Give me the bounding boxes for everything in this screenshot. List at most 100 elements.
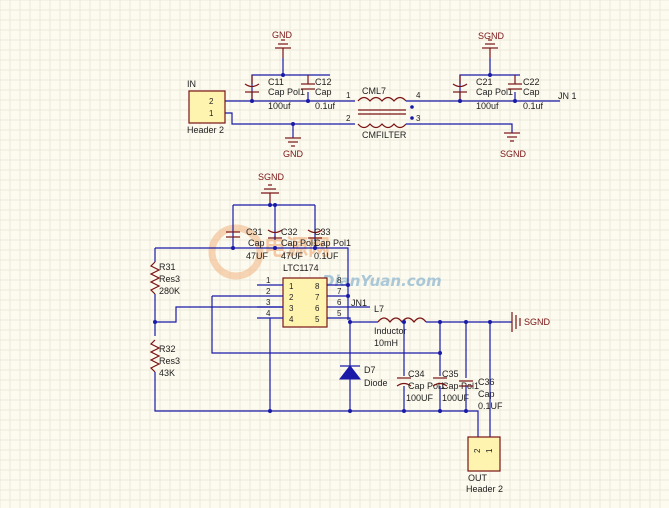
r32-ref: R32: [159, 344, 176, 354]
jn1-mid-label: JN1: [351, 298, 367, 308]
c35-symbol[interactable]: [432, 377, 448, 387]
junction: [488, 73, 492, 77]
gnd-top-label: GND: [272, 30, 293, 40]
junction: [488, 320, 492, 324]
junction: [153, 320, 157, 324]
c22-value: 0.1uf: [523, 101, 544, 111]
r32-value: 43K: [159, 368, 175, 378]
watermark-english-text: DianYuan.com: [322, 272, 442, 290]
cml7-symbol[interactable]: [357, 96, 407, 129]
c32-symbol[interactable]: [267, 229, 283, 239]
ltc1174-pin-2: 2: [289, 293, 294, 302]
junction: [438, 409, 442, 413]
in-header-body[interactable]: [188, 90, 226, 124]
ext-pin-1: 1: [266, 276, 271, 285]
out-header-body[interactable]: [467, 436, 501, 472]
junction: [464, 320, 468, 324]
junction: [268, 203, 272, 207]
wire-pin2-loop: [211, 296, 440, 354]
ltc1174-ref: LTC1174: [283, 263, 319, 273]
c32-type: Cap Pol1: [281, 238, 318, 248]
c34-symbol[interactable]: [396, 377, 412, 387]
junction: [348, 409, 352, 413]
junction: [346, 294, 350, 298]
junction: [268, 409, 272, 413]
c21-type: Cap Pol1: [476, 87, 513, 97]
d7-ref: D7: [364, 365, 376, 375]
input-filter-section: 2 1 IN Header 2 C11 Cap Pol1 100uf C12 C…: [187, 30, 577, 159]
ltc1174-pin-4: 4: [289, 315, 294, 324]
ltc1174-pin-6: 6: [315, 304, 320, 313]
c34-value: 100UF: [406, 393, 434, 403]
c34-ref: C34: [408, 369, 425, 379]
c12-type: Cap: [315, 87, 332, 97]
c22-symbol[interactable]: [508, 75, 522, 90]
out-header-name: Header 2: [466, 484, 503, 494]
junction: [438, 320, 442, 324]
cml7-type: CMFILTER: [362, 130, 407, 140]
c33-symbol[interactable]: [307, 229, 323, 239]
sgnd-top-symbol: [482, 39, 498, 58]
junction: [291, 122, 295, 126]
junction: [513, 99, 517, 103]
wire-out-bottom: [406, 123, 513, 133]
c33-value: 0.1UF: [314, 251, 339, 261]
c12-symbol[interactable]: [301, 75, 315, 90]
l7-type: Inductor: [374, 326, 407, 336]
cml7-ref: CML7: [362, 86, 386, 96]
watermark-logo-icon: [208, 224, 264, 280]
ltc1174-body[interactable]: [282, 277, 328, 328]
ext-pin-3: 3: [266, 298, 271, 307]
cml7-pin-4: 4: [416, 91, 421, 100]
c33-ref: C33: [314, 227, 331, 237]
junction: [402, 320, 406, 324]
out-header-ref: OUT: [468, 473, 488, 483]
c36-type: Cap: [478, 389, 495, 399]
ext-pin-2: 2: [266, 287, 271, 296]
gnd-bottom-symbol: [285, 137, 301, 147]
junction: [313, 246, 317, 250]
wire-feedback: [155, 306, 283, 323]
d7-symbol[interactable]: [338, 365, 362, 380]
sgnd-bottom-symbol: [504, 132, 520, 142]
gnd-top-symbol: [275, 39, 291, 58]
junction: [346, 283, 350, 287]
junction: [281, 73, 285, 77]
ltc1174-pin-7: 7: [315, 293, 320, 302]
junction: [231, 246, 235, 250]
c31-symbol[interactable]: [226, 231, 240, 238]
junction: [402, 409, 406, 413]
c31-value: 47UF: [246, 251, 269, 261]
c12-ref: C12: [315, 77, 332, 87]
r31-symbol[interactable]: [149, 261, 161, 295]
in-header-name: Header 2: [187, 125, 224, 135]
ltc1174-pin-3: 3: [289, 304, 294, 313]
sgnd-mid-label: SGND: [258, 172, 285, 182]
junction: [348, 320, 352, 324]
junction: [273, 246, 277, 250]
junction: [306, 99, 310, 103]
l7-value: 10mH: [374, 338, 398, 348]
regulator-section: SGND C31 Cap 47UF C32 Cap Pol1 47UF C33 …: [149, 172, 551, 494]
sgnd-right-symbol: [511, 312, 521, 332]
cml7-pin-1: 1: [346, 91, 351, 100]
r32-type: Res3: [159, 356, 180, 366]
r32-symbol[interactable]: [149, 339, 161, 373]
junction: [438, 351, 442, 355]
c11-value: 100uf: [268, 101, 291, 111]
wire-r32-ground: [154, 372, 466, 412]
ltc1174-pin-5: 5: [315, 315, 320, 324]
junction: [458, 99, 462, 103]
ltc1174-pin-labels: 1 2 3 4 8 7 6 5: [289, 282, 320, 324]
wire-out-ground: [466, 410, 479, 437]
c31-ref: C31: [246, 227, 263, 237]
jn1-top-label: JN 1: [558, 91, 577, 101]
out-header-pin-1: 1: [485, 448, 494, 453]
ltc1174-pin-8: 8: [315, 282, 320, 291]
gnd-bottom-label: GND: [283, 149, 304, 159]
r31-type: Res3: [159, 274, 180, 284]
ext-pin-6: 6: [337, 298, 342, 307]
r31-ref: R31: [159, 262, 176, 272]
